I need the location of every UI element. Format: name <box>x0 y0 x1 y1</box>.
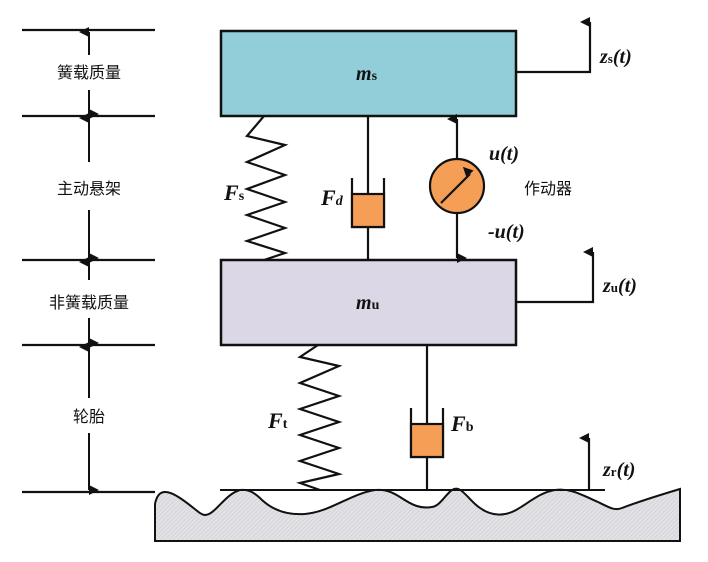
suspension-damper <box>350 116 386 260</box>
unsprung-mass-subscript: u <box>372 298 380 313</box>
sprung-mass-block <box>219 29 518 118</box>
label-unsprung-mass: 非簧载质量 <box>49 293 129 312</box>
label-active-suspension: 主动悬架 <box>57 179 121 198</box>
sprung-mass-subscript: s <box>372 69 378 84</box>
actuator-force-up-label: u(t) <box>489 143 519 165</box>
actuator-needle <box>440 166 474 204</box>
unsprung-mass-symbol: m <box>356 292 372 314</box>
displacement-zu-label: zu(t) <box>602 275 637 297</box>
sprung-mass-symbol: m <box>356 63 372 85</box>
tire-force-label: Ft <box>267 408 288 433</box>
damper-force-label: Fd <box>320 185 344 210</box>
actuator <box>428 114 486 263</box>
spring-force-label: Fs <box>223 180 245 205</box>
tire-damping-force-label: Fb <box>450 411 474 436</box>
tire-spring <box>296 344 344 492</box>
tire-damper <box>409 345 445 490</box>
actuator-force-down-label: -u(t) <box>488 221 525 243</box>
displacement-zs-label: zs(t) <box>599 46 632 68</box>
unsprung-mass-label: mu <box>356 292 380 314</box>
suspension-spring <box>243 115 289 262</box>
label-tire: 轮胎 <box>73 407 105 426</box>
label-sprung-mass: 簧载质量 <box>57 63 121 82</box>
unsprung-mass-block <box>219 258 518 347</box>
displacement-zr-label: zr(t) <box>602 459 635 481</box>
sprung-mass-label: ms <box>356 63 378 85</box>
displacement-zs <box>516 17 592 74</box>
displacement-zu <box>516 247 595 304</box>
road-surface <box>154 487 681 542</box>
actuator-label: 作动器 <box>524 179 572 198</box>
